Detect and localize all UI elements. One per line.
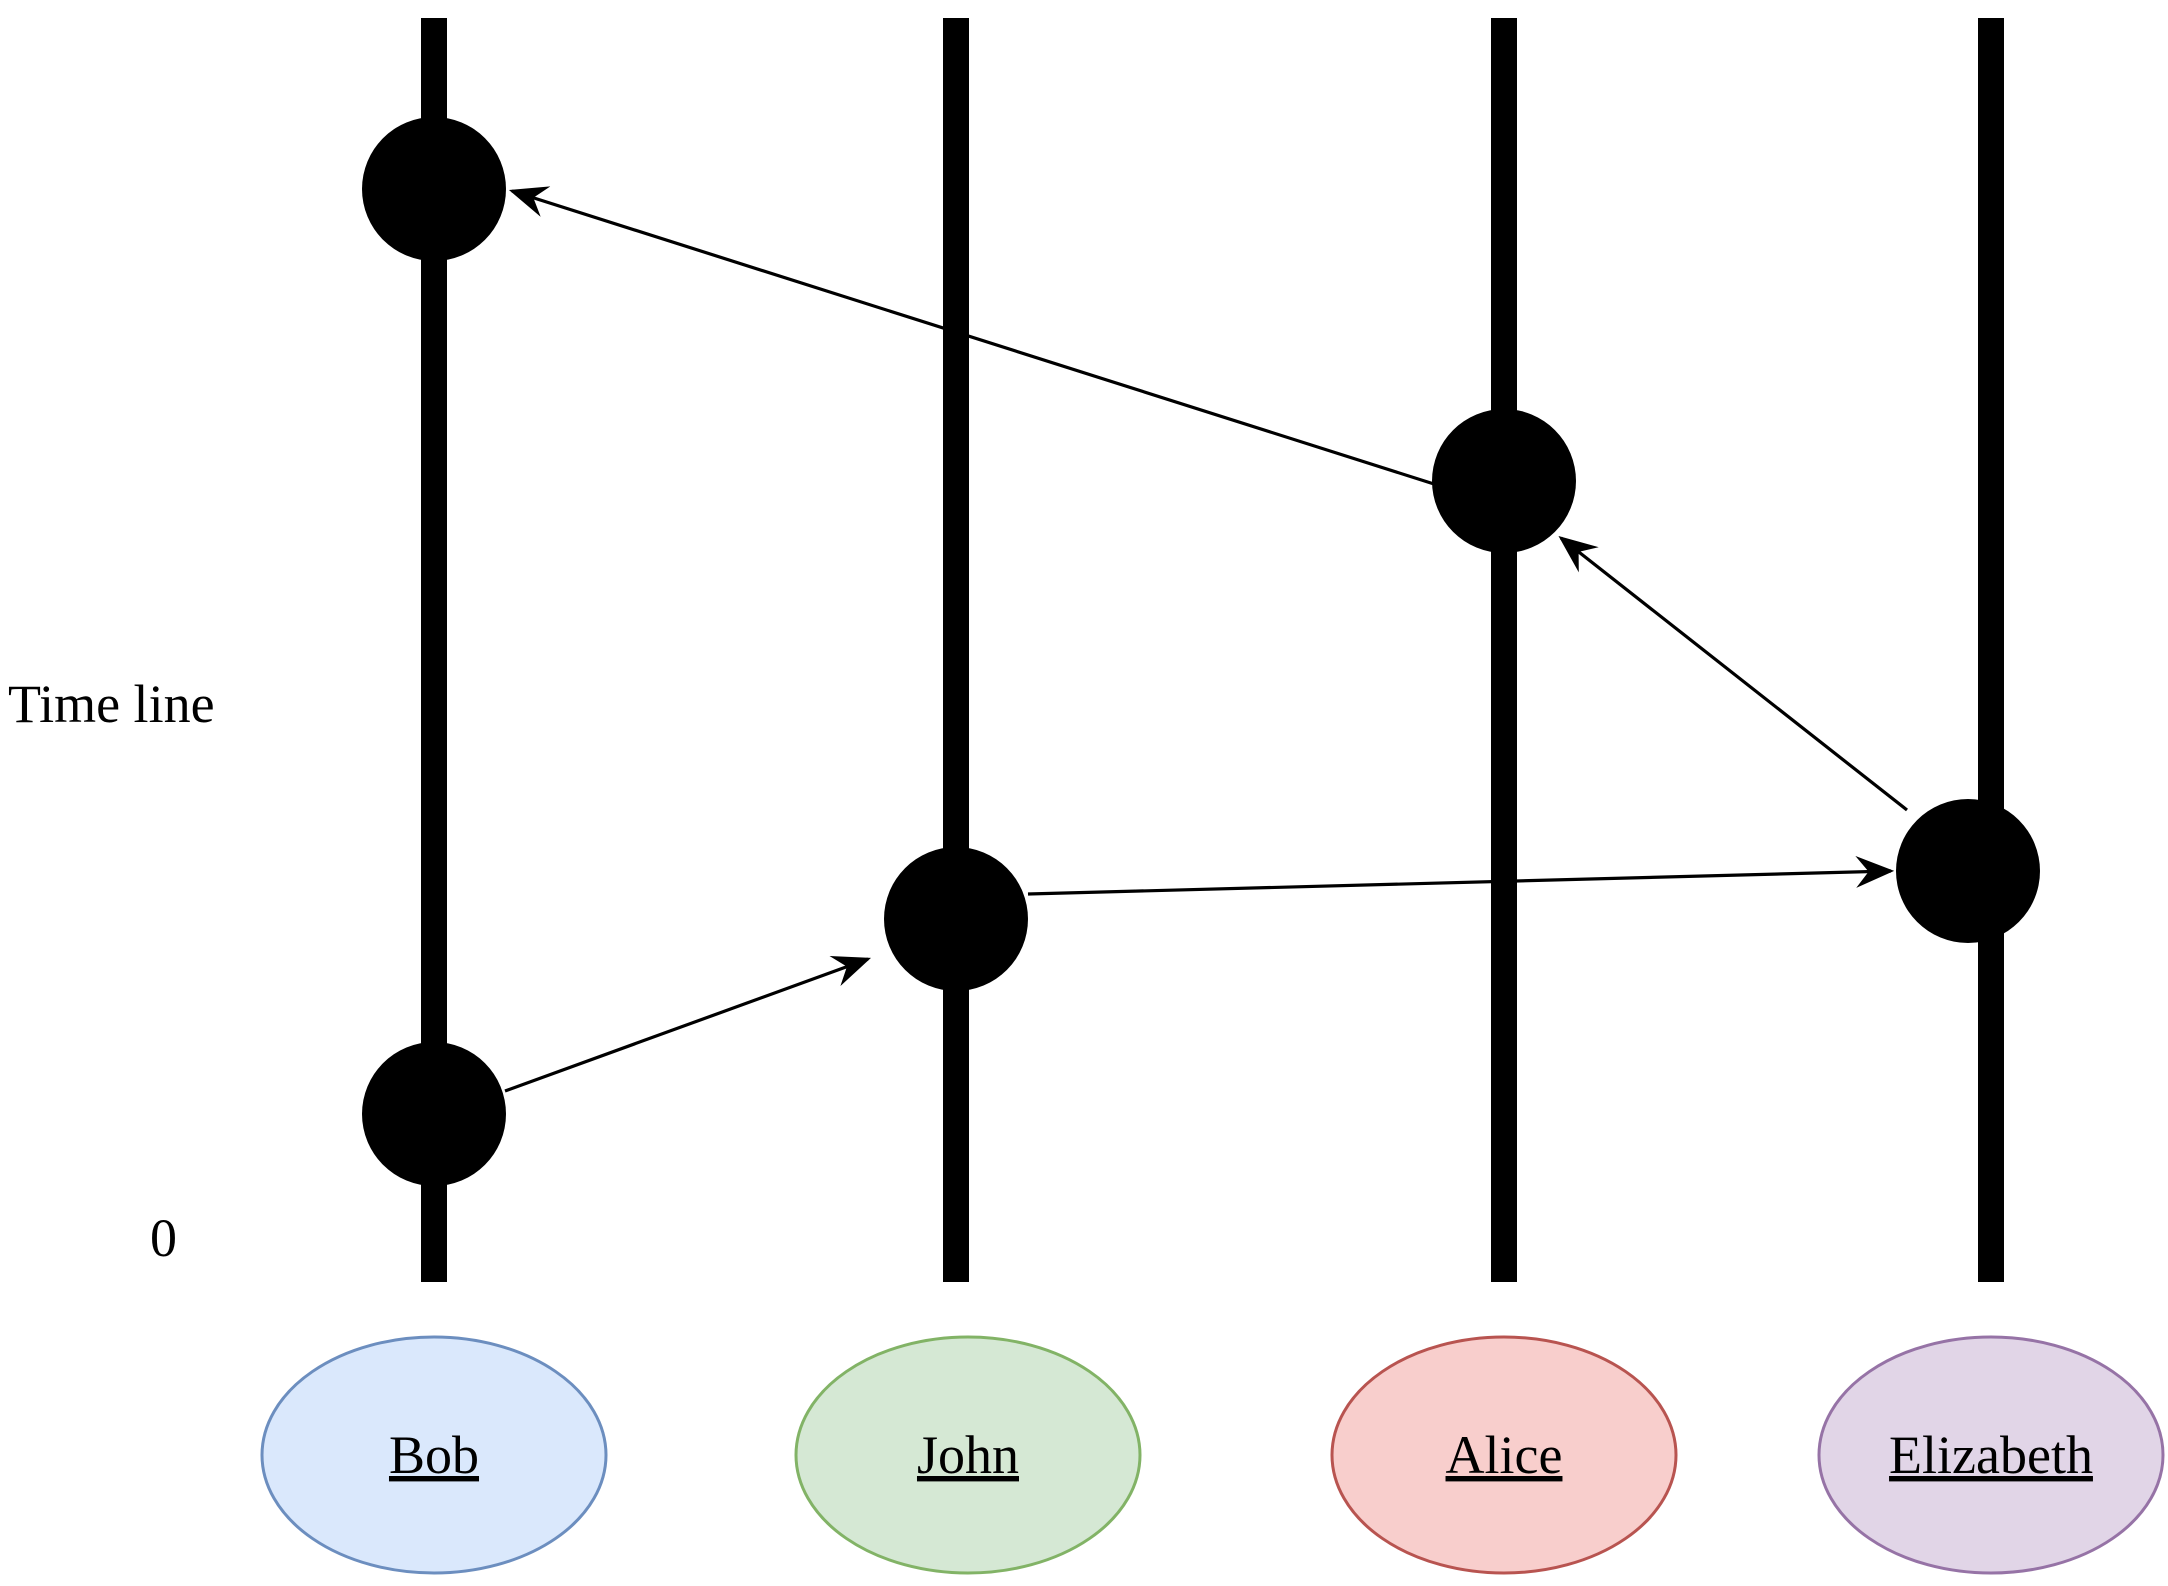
- message-john-to-elizabeth: [1027, 855, 1895, 896]
- participant-alice-label: Alice: [1446, 1425, 1563, 1485]
- event-bob-1: [362, 1042, 506, 1186]
- time-axis-label: Time line: [8, 674, 215, 734]
- message-elizabeth-to-alice: [1558, 536, 1908, 812]
- message-alice-to-bob: [508, 186, 1435, 486]
- participant-alice-shape: [1330, 1335, 1678, 1575]
- participant-john: John: [794, 1335, 1142, 1575]
- participant-bob-label: Bob: [389, 1425, 479, 1485]
- event-elizabeth-1: [1896, 799, 2040, 943]
- event-alice-1: [1432, 409, 1576, 553]
- participant-alice: Alice: [1330, 1335, 1678, 1575]
- event-bob-2: [362, 117, 506, 261]
- participant-elizabeth-label: Elizabeth: [1889, 1425, 2093, 1485]
- time-origin-label: 0: [150, 1208, 177, 1268]
- participant-elizabeth: Elizabeth: [1817, 1335, 2165, 1575]
- participant-bob-shape: [260, 1335, 608, 1575]
- message-bob-to-john: [504, 955, 872, 1093]
- participant-john-label: John: [917, 1425, 1019, 1485]
- event-john-1: [884, 847, 1028, 991]
- participant-elizabeth-shape: [1817, 1335, 2165, 1575]
- participant-bob: Bob: [260, 1335, 608, 1575]
- participant-john-shape: [794, 1335, 1142, 1575]
